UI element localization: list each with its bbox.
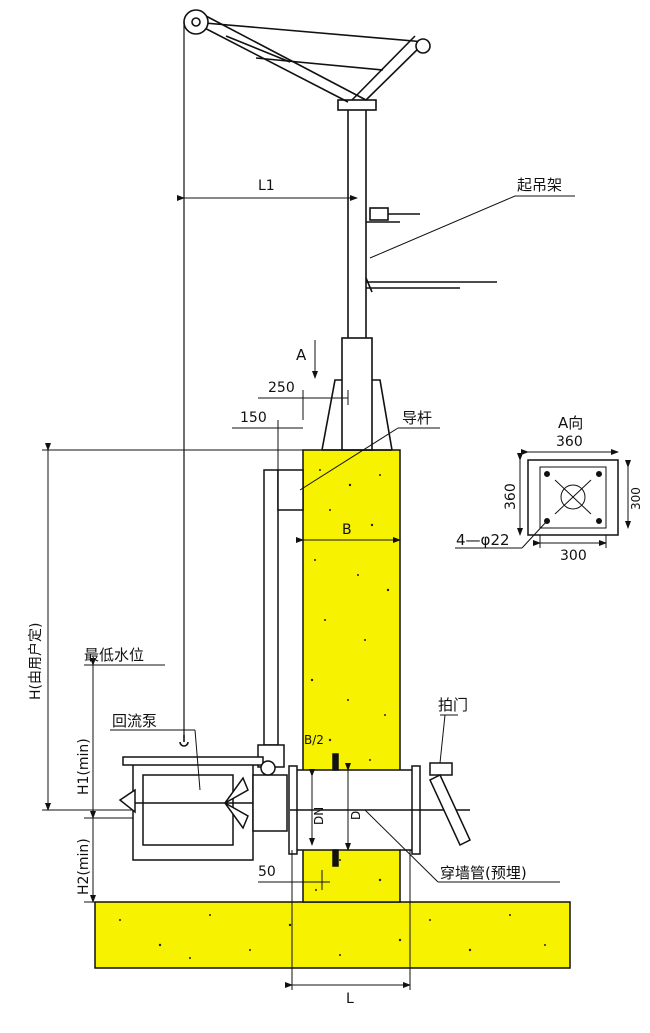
guide-rod <box>257 469 304 768</box>
view-a-dim-360-left: 360 <box>503 483 519 510</box>
holes-label: 4—φ22 <box>456 531 510 549</box>
dim-250: 250 <box>268 380 295 396</box>
wall-pipe <box>288 753 470 867</box>
flap-valve-label: 拍门 <box>438 696 468 714</box>
pump-label: 回流泵 <box>112 712 157 730</box>
dim-dn: DN <box>312 807 326 825</box>
dim-50: 50 <box>258 864 276 880</box>
concrete-speckles <box>119 469 546 959</box>
view-arrow-a-label: A <box>296 346 307 364</box>
min-water-level-label: 最低水位 <box>84 646 144 664</box>
dim-150: 150 <box>240 410 267 426</box>
dim-h: H(由用户定) <box>27 623 44 700</box>
concrete <box>94 449 571 969</box>
dim-l: L <box>346 991 354 1007</box>
wall-pipe-label: 穿墙管(预埋) <box>440 864 527 882</box>
view-a: A向 360 360 300 300 4—φ22 <box>455 414 643 564</box>
view-a-dim-300-right: 300 <box>629 487 643 510</box>
dim-h2: H2(min) <box>76 838 92 895</box>
lifting-frame <box>179 9 497 747</box>
dim-b: B <box>342 522 352 538</box>
base-slab <box>94 901 571 969</box>
leader-lines <box>110 195 575 883</box>
lifting-frame-label: 起吊架 <box>517 176 562 194</box>
view-a-dim-360-top: 360 <box>556 434 583 450</box>
dim-d: D <box>349 811 363 820</box>
dim-l1: L1 <box>258 178 275 194</box>
view-a-dim-300-bottom: 300 <box>560 548 587 564</box>
dim-h1: H1(min) <box>76 738 92 795</box>
view-a-title: A向 <box>558 414 583 432</box>
flap-valve <box>429 762 471 847</box>
dim-b-half: B/2 <box>304 733 324 747</box>
guide-rod-label: 导杆 <box>402 409 432 427</box>
level-lines <box>42 195 411 990</box>
pump <box>118 756 288 861</box>
